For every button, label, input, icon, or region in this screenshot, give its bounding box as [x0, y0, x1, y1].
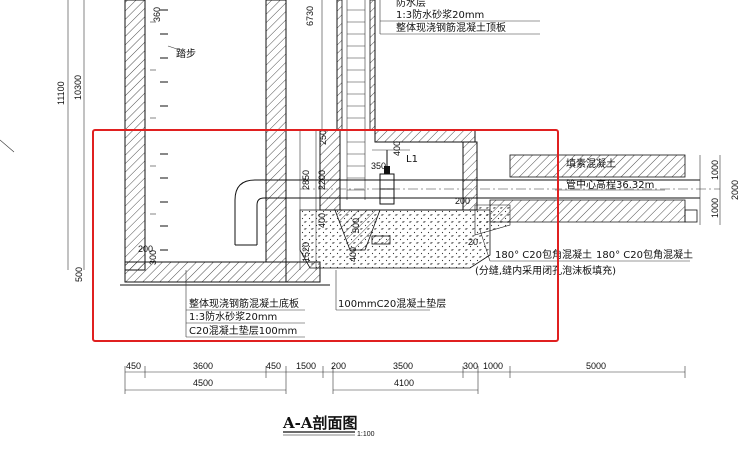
label-partial-top: 防水层	[396, 0, 426, 9]
valve-well: L1 350 400 200 20 500 400 250 2850 2200 …	[299, 129, 720, 270]
dim-400-well: 400	[392, 141, 402, 156]
top-labels: 防水层 1:3防水砂浆20mm 整体现浇钢筋混凝土顶板	[379, 0, 540, 35]
dim-2200: 2200	[317, 170, 327, 190]
hdim-450-b: 450	[266, 361, 281, 371]
dim-250: 250	[318, 130, 328, 145]
horizontal-dims: 450 3600 450 1500 200 3500 300 1000 5000…	[124, 361, 686, 394]
pipe-trench: 1000 1000 2000 填素混凝土 管中心高程36.32m 180° C2…	[474, 154, 740, 277]
drawing-scale: 1:100	[357, 431, 375, 438]
dim-350: 350	[371, 161, 386, 171]
label-pipe-center: 管中心高程36.32m	[566, 178, 654, 191]
ladder-label: 踏步	[176, 47, 196, 60]
dim-2000: 2000	[730, 180, 740, 200]
left-vertical-dims: 11100 10300 500	[0, 0, 85, 282]
hdim-3600: 3600	[193, 361, 213, 371]
dim-20: 20	[468, 237, 478, 247]
dim-1000-a: 1000	[710, 160, 720, 180]
dim-6730: 6730	[305, 6, 315, 26]
dim-300: 300	[148, 250, 158, 265]
label-backfill: 填素混凝土	[566, 157, 616, 170]
dim-200-well: 200	[455, 196, 470, 206]
hdim-4500: 4500	[193, 378, 213, 388]
label-wrap-c20-a: 180° C20包角混凝土	[495, 248, 592, 261]
hdim-3500: 3500	[393, 361, 413, 371]
ladder-steps	[150, 9, 168, 251]
label-base-slab: 整体现浇钢筋混凝土底板	[189, 297, 299, 310]
dim-500-well: 500	[351, 218, 361, 233]
dim-360: 360	[152, 7, 162, 22]
label-roof-slab: 整体现浇钢筋混凝土顶板	[396, 21, 506, 34]
hdim-5000: 5000	[586, 361, 606, 371]
access-shaft: 6730	[305, 0, 376, 200]
bottom-labels: 整体现浇钢筋混凝土底板 1:3防水砂浆20mm C20混凝土垫层100mm 10…	[185, 270, 446, 338]
dim-400-v: 400	[317, 213, 327, 228]
hdim-200: 200	[331, 361, 346, 371]
label-wrap-c20-b: 180° C20包角混凝土	[596, 248, 693, 261]
dim-2850: 2850	[301, 170, 311, 190]
hdim-300: 300	[463, 361, 478, 371]
highlight-box	[92, 129, 559, 342]
drawing-title: A-A剖面图	[282, 414, 358, 432]
dim-1000-b: 1000	[710, 198, 720, 218]
dim-500-left: 500	[74, 267, 84, 282]
label-joint-note: (分缝,缝内采用闭孔泡沫板填充)	[475, 264, 616, 277]
hdim-1000: 1000	[483, 361, 503, 371]
hdim-1500: 1500	[296, 361, 316, 371]
left-chamber: 踏步 360 300 200	[120, 0, 330, 286]
dim-1520: 1520	[301, 242, 311, 262]
dim-200-left: 200	[138, 244, 153, 254]
dim-11100: 11100	[56, 81, 66, 105]
dim-10300: 10300	[73, 75, 83, 100]
label-waterproof: 1:3防水砂浆20mm	[189, 310, 277, 323]
hdim-450-a: 450	[126, 361, 141, 371]
hdim-4100: 4100	[394, 378, 414, 388]
label-cushion: C20混凝土垫层100mm	[189, 324, 297, 337]
label-cushion-right: 100mmC20混凝土垫层	[338, 297, 446, 310]
label-waterproof-top: 1:3防水砂浆20mm	[396, 8, 484, 21]
dim-400b-well: 400	[348, 247, 358, 262]
pipe-label: L1	[406, 154, 418, 165]
